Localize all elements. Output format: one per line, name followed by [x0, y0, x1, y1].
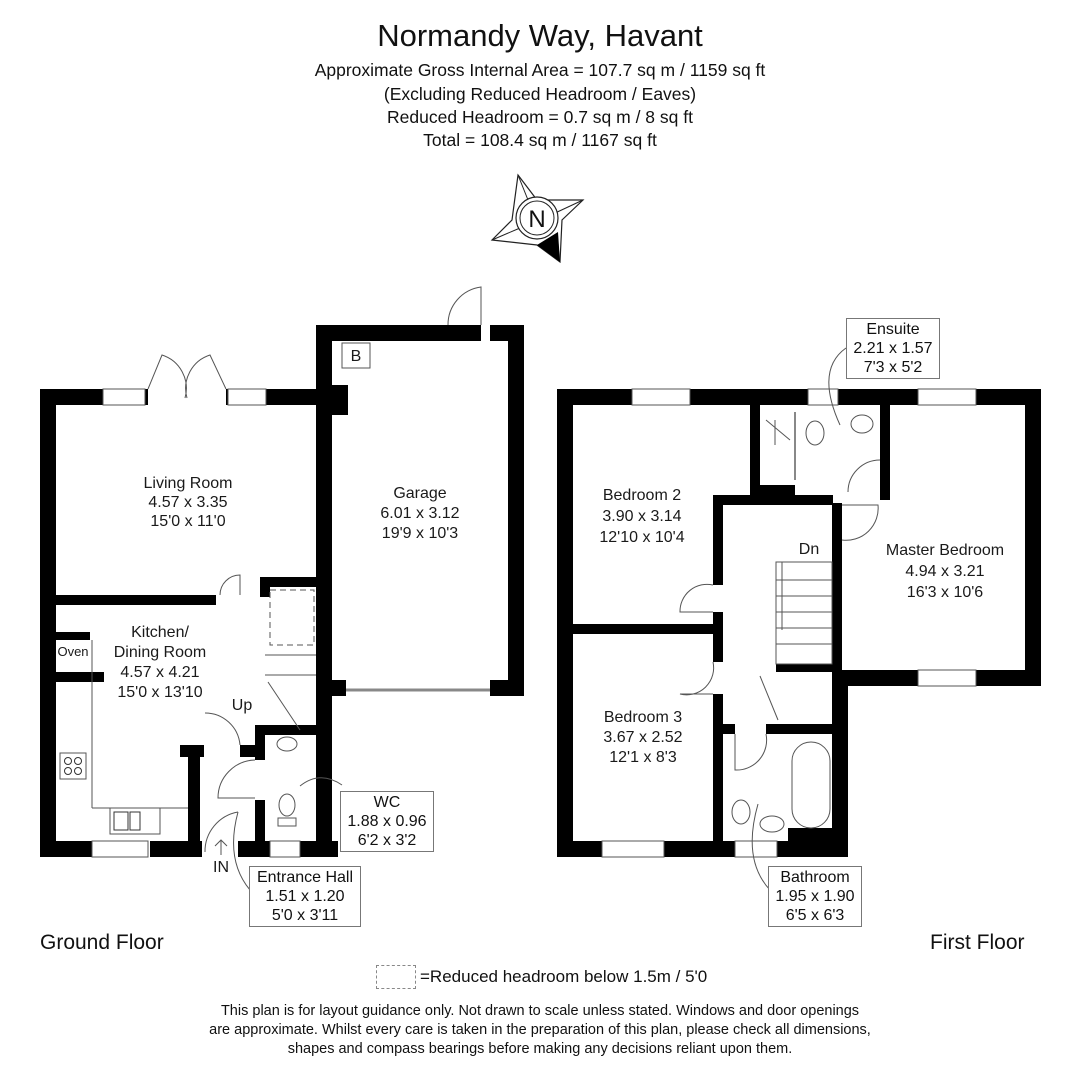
bathroom-callout: Bathroom 1.95 x 1.90 6'5 x 6'3: [768, 866, 862, 927]
entrance-hall-metric: 1.51 x 1.20: [265, 888, 345, 905]
master-bedroom-imperial: 16'3 x 10'6: [907, 584, 983, 601]
bedroom2-imperial: 12'10 x 10'4: [599, 529, 684, 546]
stairs-down-label: Dn: [799, 541, 819, 558]
ensuite-name: Ensuite: [866, 321, 920, 338]
disclaimer-line-1: This plan is for layout guidance only. N…: [220, 1003, 860, 1019]
ensuite-callout: Ensuite 2.21 x 1.57 7'3 x 5'2: [846, 318, 940, 379]
sink-icon: [113, 811, 141, 831]
entrance-marker: IN: [213, 859, 229, 876]
ensuite-imperial: 7'3 x 5'2: [863, 359, 923, 376]
kitchen-metric: 4.57 x 4.21: [120, 664, 199, 681]
exclusion-note: (Excluding Reduced Headroom / Eaves): [383, 84, 697, 104]
dashed-box-icon: [376, 965, 416, 989]
plan-title: Normandy Way, Havant: [377, 18, 703, 53]
wc-imperial: 6'2 x 3'2: [357, 832, 417, 849]
total-area: Total = 108.4 sq m / 1167 sq ft: [423, 130, 657, 150]
bathroom-name: Bathroom: [780, 869, 850, 886]
first-floor-label: First Floor: [930, 931, 1025, 954]
kitchen-name-line2: Dining Room: [114, 644, 206, 661]
disclaimer: This plan is for layout guidance only. N…: [0, 1002, 1080, 1059]
wc-name: WC: [373, 794, 401, 811]
first-floor-plan: [557, 389, 1041, 857]
stairs-up-label: Up: [232, 697, 253, 714]
north-compass-icon: N: [490, 173, 585, 264]
garage-name: Garage: [393, 485, 446, 502]
ensuite-metric: 2.21 x 1.57: [853, 340, 933, 357]
garage-imperial: 19'9 x 10'3: [382, 525, 458, 542]
reduced-headroom: Reduced Headroom = 0.7 sq m / 8 sq ft: [387, 107, 693, 127]
bedroom2-metric: 3.90 x 3.14: [602, 508, 681, 525]
hob-icon: [64, 757, 82, 775]
ground-floor-label: Ground Floor: [40, 931, 164, 954]
entrance-hall-callout: Entrance Hall 1.51 x 1.20 5'0 x 3'11: [249, 866, 361, 927]
disclaimer-line-3: shapes and compass bearings before makin…: [287, 1041, 793, 1057]
bedroom3-name: Bedroom 3: [604, 709, 682, 726]
bathroom-imperial: 6'5 x 6'3: [785, 907, 845, 924]
living-room-metric: 4.57 x 3.35: [148, 494, 227, 511]
living-room-name: Living Room: [144, 475, 233, 492]
boiler-label: B: [351, 348, 362, 365]
first-floor-windows: [601, 388, 977, 858]
bedroom3-metric: 3.67 x 2.52: [603, 729, 682, 746]
master-bedroom-name: Master Bedroom: [886, 542, 1004, 559]
entrance-arrow-icon: [214, 839, 228, 855]
ground-floor-doors: [59, 286, 490, 853]
kitchen-name-line1: Kitchen/: [131, 624, 189, 641]
master-bedroom-metric: 4.94 x 3.21: [905, 563, 984, 580]
gross-area: Approximate Gross Internal Area = 107.7 …: [314, 60, 766, 80]
first-floor-doors: [679, 412, 881, 833]
bathroom-metric: 1.95 x 1.90: [775, 888, 855, 905]
callout-leaders: [233, 347, 847, 891]
living-room-imperial: 15'0 x 11'0: [150, 513, 225, 530]
bedroom3-imperial: 12'1 x 8'3: [609, 749, 677, 766]
oven-label: Oven: [57, 644, 88, 659]
svg-text:N: N: [528, 206, 545, 233]
ground-floor-plan: [40, 325, 524, 857]
headroom-legend: =Reduced headroom below 1.5m / 5'0: [376, 965, 707, 989]
garage-metric: 6.01 x 3.12: [380, 505, 459, 522]
entrance-hall-imperial: 5'0 x 3'11: [271, 907, 339, 924]
legend-text: =Reduced headroom below 1.5m / 5'0: [420, 967, 708, 986]
kitchen-imperial: 15'0 x 13'10: [117, 684, 202, 701]
wc-callout: WC 1.88 x 0.96 6'2 x 3'2: [340, 791, 434, 852]
bedroom2-name: Bedroom 2: [603, 487, 681, 504]
entrance-hall-name: Entrance Hall: [256, 869, 354, 886]
wc-metric: 1.88 x 0.96: [347, 813, 427, 830]
disclaimer-line-2: are approximate. Whilst every care is ta…: [209, 1022, 871, 1038]
ground-floor-windows: [91, 388, 301, 858]
